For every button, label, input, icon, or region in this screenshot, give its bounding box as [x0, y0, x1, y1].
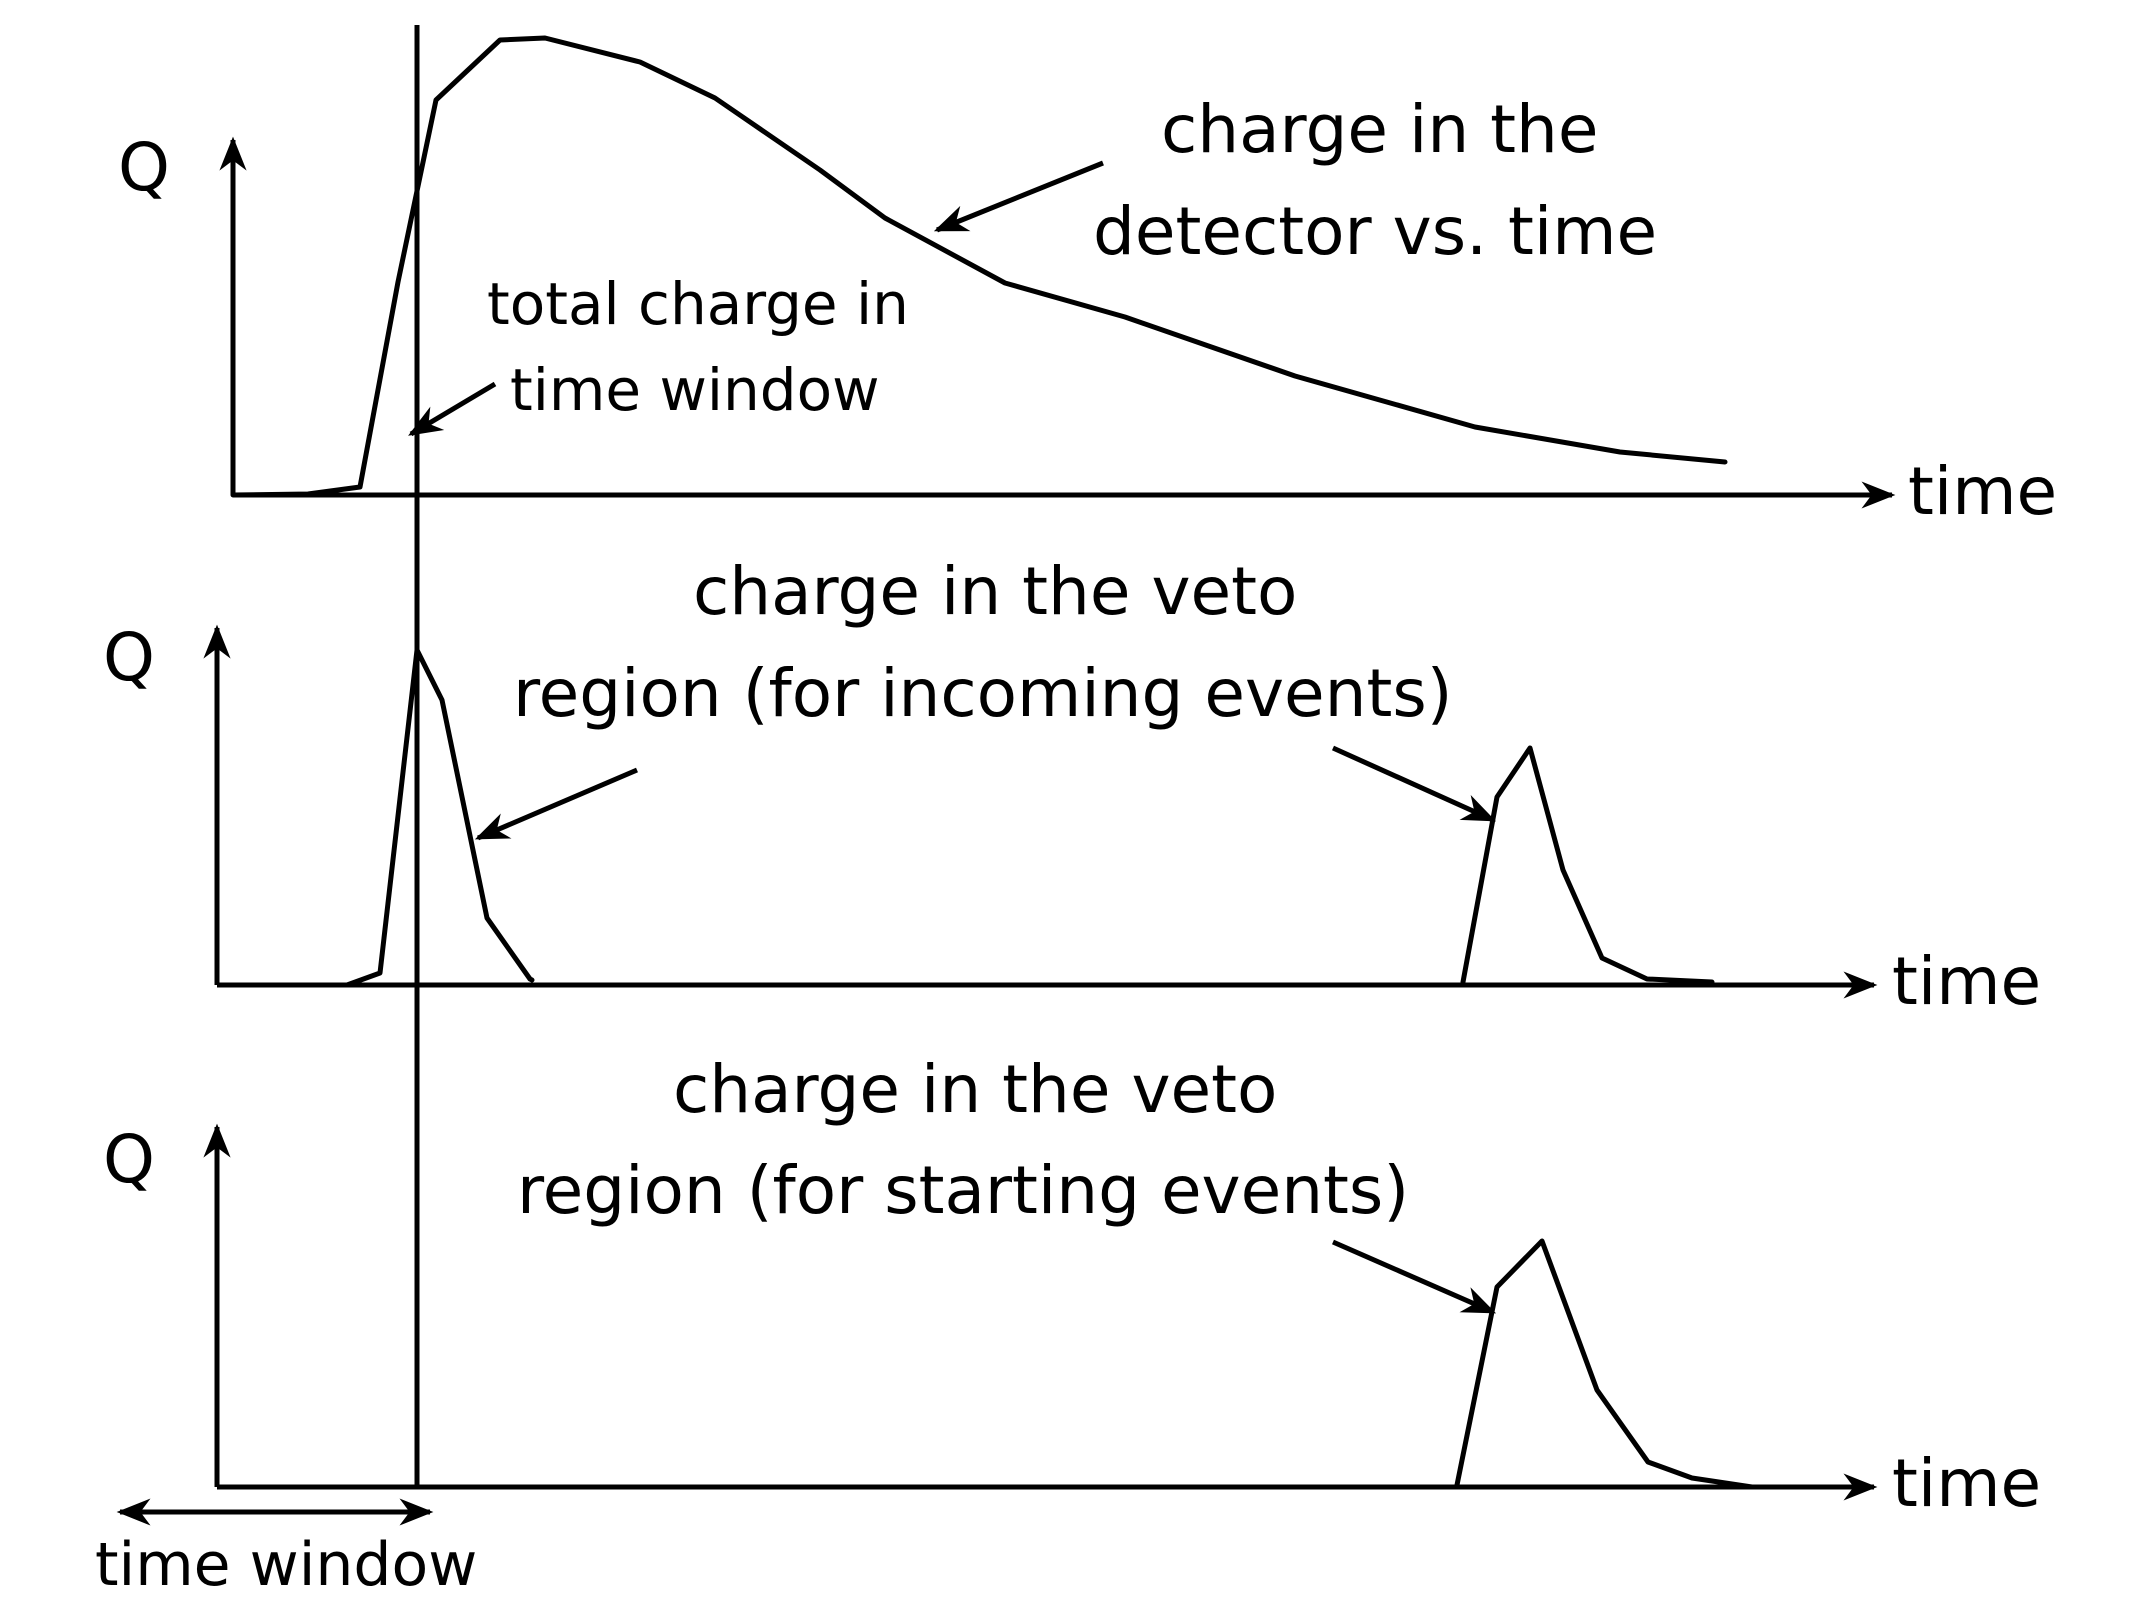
annotation-charge-in-detector-line1: charge in the [1161, 91, 1598, 168]
veto-incoming-pulse-1 [344, 647, 535, 988]
veto-starting-arrow [1331, 1239, 1497, 1315]
panel3-y-label: Q [103, 1121, 155, 1198]
detector-charge-curve [230, 35, 1728, 498]
panel-detector: Q time charge in the detector vs. time t… [118, 35, 2057, 530]
panel-veto-starting: Q time charge in the veto region (for st… [103, 1051, 2041, 1522]
panel3-x-label: time [1892, 1445, 2041, 1522]
detector-annotation-arrow [933, 160, 1104, 233]
panel-veto-incoming: Q time charge in the veto region (for in… [103, 553, 2041, 1020]
panel2-y-label: Q [103, 619, 155, 696]
time-window-marker: time window [95, 25, 477, 1600]
total-charge-arrow [408, 381, 497, 437]
annotation-veto-starting-line2: region (for starting events) [517, 1152, 1409, 1229]
annotation-veto-incoming-line1: charge in the veto [693, 553, 1297, 630]
panel1-y-label: Q [118, 129, 170, 206]
annotation-total-charge-line2: time window [510, 356, 880, 424]
panel2-x-label: time [1892, 943, 2041, 1020]
veto-incoming-pulse-2 [1460, 745, 1715, 985]
veto-incoming-arrow-1 [474, 767, 638, 841]
veto-incoming-arrow-2 [1331, 745, 1497, 823]
time-window-label: time window [95, 1530, 477, 1600]
panel1-x-label: time [1908, 453, 2057, 530]
veto-starting-pulse [1454, 1238, 1755, 1490]
annotation-charge-in-detector-line2: detector vs. time [1093, 193, 1657, 270]
annotation-veto-starting-line1: charge in the veto [673, 1051, 1277, 1128]
annotation-total-charge-line1: total charge in [487, 270, 909, 338]
annotation-veto-incoming-line2: region (for incoming events) [513, 655, 1452, 732]
